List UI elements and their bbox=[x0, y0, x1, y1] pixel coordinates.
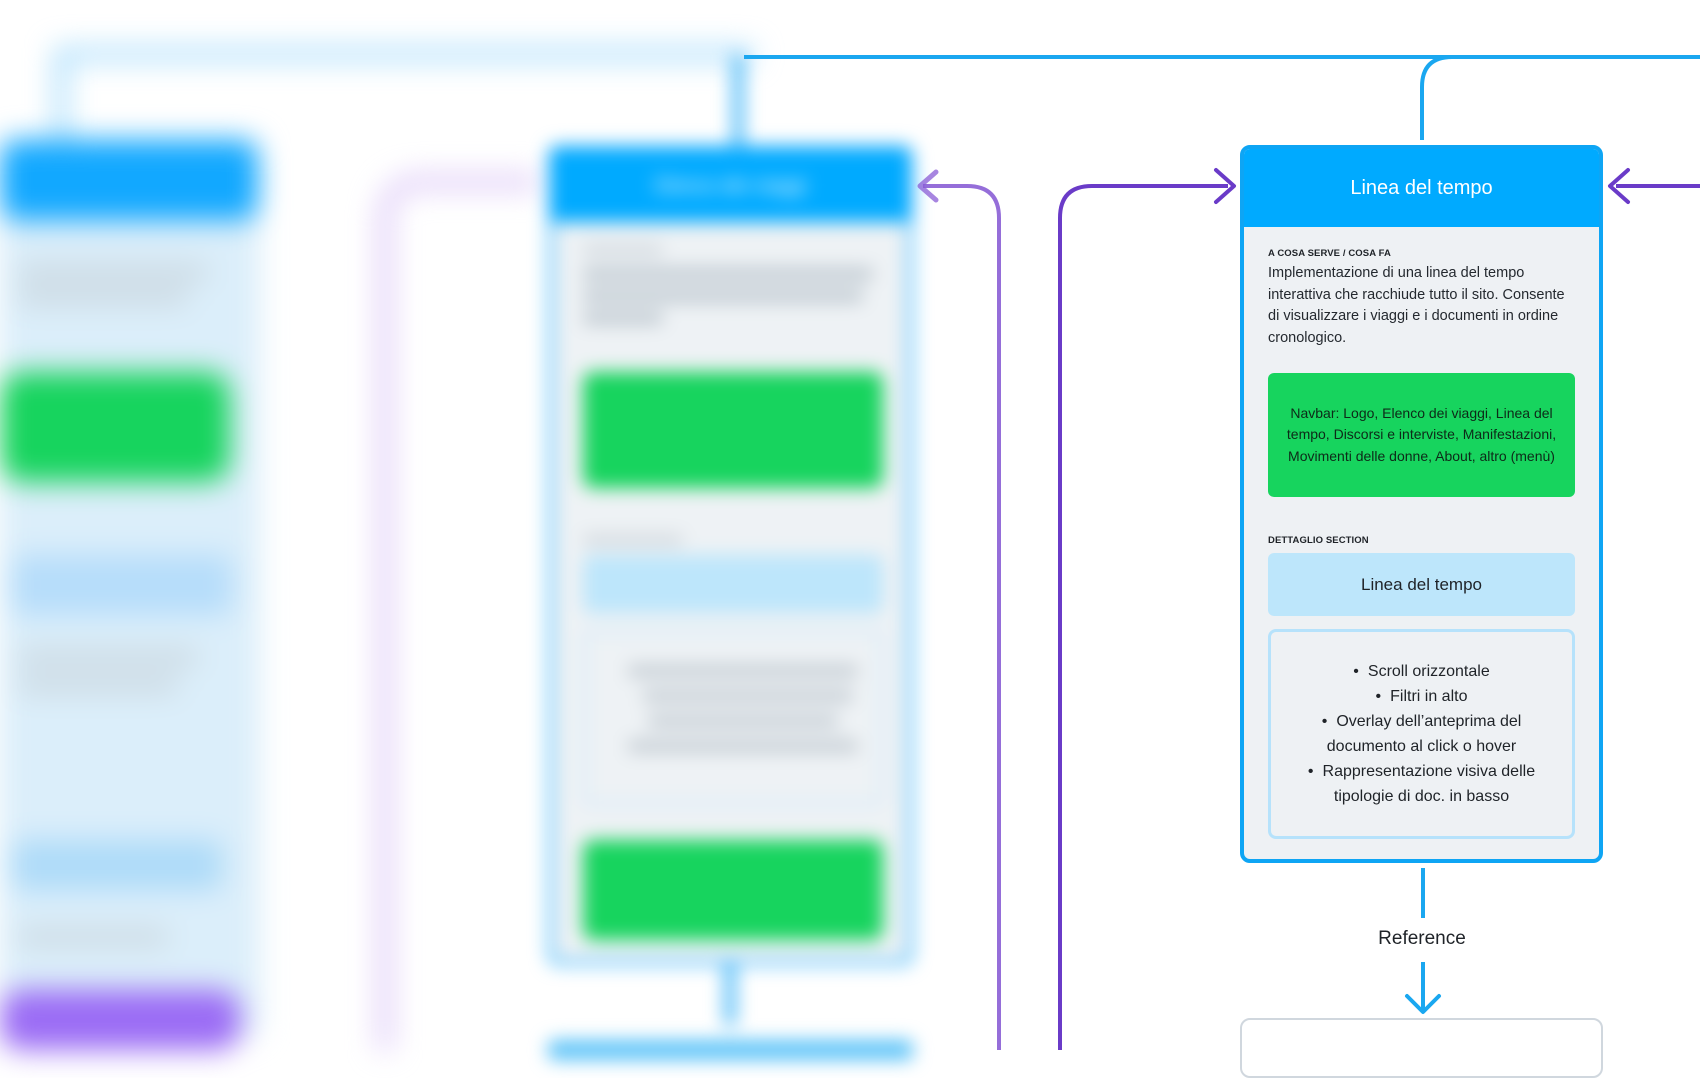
card-description: Implementazione di una linea del tempo i… bbox=[1268, 265, 1565, 346]
blurred-left-column bbox=[0, 48, 755, 1050]
arrow-left-icon bbox=[917, 169, 939, 203]
card-title: Linea del tempo bbox=[1244, 149, 1599, 227]
section-title-box: Linea del tempo bbox=[1268, 553, 1575, 616]
connector-top-to-card bbox=[1420, 55, 1700, 140]
feature-item: Filtri in alto bbox=[1297, 684, 1547, 709]
feature-item: Rappresentazione visiva delle tipologie … bbox=[1297, 759, 1547, 809]
arrowheads bbox=[917, 168, 1630, 1014]
detail-section-label: DETTAGLIO SECTION bbox=[1268, 535, 1369, 546]
features-list: Scroll orizzontale Filtri in alto Overla… bbox=[1297, 659, 1547, 809]
connector-lines bbox=[744, 55, 1700, 1050]
navbar-box: Navbar: Logo, Elenco dei viaggi, Linea d… bbox=[1268, 373, 1575, 497]
arrow-left-icon bbox=[1608, 168, 1630, 204]
reference-card[interactable] bbox=[1240, 1018, 1603, 1078]
feature-item: Overlay dell’anteprima del documento al … bbox=[1297, 709, 1547, 759]
blurred-middle-card: Elenco dei viaggi bbox=[548, 55, 913, 1060]
purpose-label: A COSA SERVE / COSA FA bbox=[1268, 248, 1391, 259]
arrow-right-icon bbox=[1214, 168, 1236, 204]
arrow-down-icon bbox=[1405, 994, 1441, 1014]
navbar-text: Navbar: Logo, Elenco dei viaggi, Linea d… bbox=[1286, 404, 1557, 464]
card-linea-del-tempo[interactable]: Linea del tempo A COSA SERVE / COSA FA I… bbox=[1240, 145, 1603, 863]
connector-purple-middle-in bbox=[923, 184, 1001, 1050]
features-box: Scroll orizzontale Filtri in alto Overla… bbox=[1268, 629, 1575, 839]
reference-label: Reference bbox=[1378, 928, 1466, 949]
connector-purple-left-in bbox=[1058, 184, 1228, 1050]
feature-item: Scroll orizzontale bbox=[1297, 659, 1547, 684]
section-title: Linea del tempo bbox=[1361, 574, 1482, 594]
